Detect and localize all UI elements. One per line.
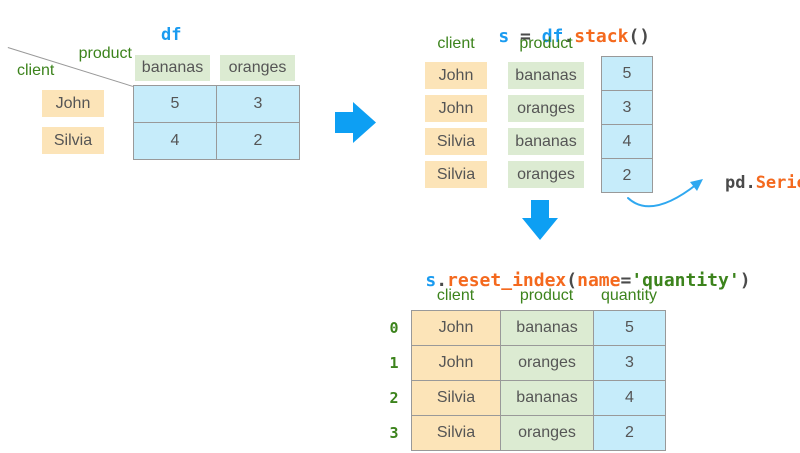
cell-product: bananas [500,380,594,416]
df-title-text: df [160,25,182,45]
row-index: 0 [389,318,399,337]
table-row: John oranges 3 [411,345,666,381]
stack-product-chip: bananas [508,128,584,155]
stack-product-chip: bananas [508,62,584,89]
stack-header-product: product [519,35,573,52]
pd-series-label: pd.Series() [684,153,800,213]
df-row-header-john: John [42,90,104,117]
df-col-header-oranges: oranges [220,55,295,81]
cell-client: John [411,310,501,346]
cell-quantity: 5 [593,310,666,346]
reset-title-value: 'quantity' [631,270,740,291]
reset-title-dot: . [436,270,448,291]
row-index: 3 [389,423,399,442]
reset-header-client: client [436,287,475,304]
df-product-label: product [78,45,132,62]
df-value-cell: 5 [133,85,217,123]
reset-title-open: ( [566,270,578,291]
cell-client: Silvia [411,415,501,451]
series-pd: pd [724,173,746,193]
table-row: Silvia oranges 2 [411,415,666,451]
stack-client-chip: Silvia [425,161,487,188]
cell-client: John [411,345,501,381]
df-col-header-bananas: bananas [135,55,210,81]
reset-title: s.reset_index(name='quantity') [382,249,751,312]
df-values-table: 5 3 4 2 [133,85,300,160]
stack-client-chip: John [425,95,487,122]
cell-quantity: 3 [593,345,666,381]
stack-value-cell: 3 [601,90,653,125]
stack-product-chip: oranges [508,161,584,188]
cell-quantity: 2 [593,415,666,451]
reset-title-eq: = [620,270,632,291]
stack-title-s: s [498,26,510,47]
df-value-cell: 3 [216,85,300,123]
df-row-header-silvia: Silvia [42,127,104,154]
cell-product: oranges [500,345,594,381]
cell-quantity: 4 [593,380,666,416]
row-index: 2 [389,388,399,407]
reset-header-product: product [519,287,574,304]
stack-title-parens: () [628,26,651,47]
arrow-down-icon [522,200,558,240]
stack-values-table: 5 3 4 2 [601,56,653,193]
reset-title-close: ) [739,270,751,291]
df-value-cell: 2 [216,122,300,160]
stack-title-fn: stack [574,26,629,47]
reset-header-quantity: quantity [600,287,658,304]
stack-title-df: df [541,26,564,47]
table-row: 4 [601,124,653,159]
reset-title-arg: name [577,270,621,291]
table-row: 4 2 [133,122,300,160]
stack-client-chip: John [425,62,487,89]
table-row: John bananas 5 [411,310,666,346]
series-dot: . [745,173,756,193]
row-index: 1 [389,353,399,372]
table-row: 2 [601,158,653,193]
stack-title: s = df.stack() [455,5,650,68]
table-row: 5 [601,56,653,91]
stack-value-cell: 5 [601,56,653,91]
stack-value-cell: 2 [601,158,653,193]
table-row: Silvia bananas 4 [411,380,666,416]
arrow-right-icon [335,102,376,143]
df-title: df [120,5,182,65]
reset-title-fn: reset_index [447,270,567,291]
cell-product: bananas [500,310,594,346]
df-value-cell: 4 [133,122,217,160]
stack-value-cell: 4 [601,124,653,159]
series-fn: Series [755,173,800,193]
df-client-label: client [17,62,55,79]
cell-client: Silvia [411,380,501,416]
cell-product: oranges [500,415,594,451]
stack-title-dot: . [563,26,575,47]
stack-title-eq: = [509,26,542,47]
reset-title-s: s [425,270,437,291]
table-row: 5 3 [133,85,300,123]
stack-product-chip: oranges [508,95,584,122]
table-row: 3 [601,90,653,125]
stack-header-client: client [437,35,475,52]
reset-table: John bananas 5 John oranges 3 Silvia ban… [411,310,666,451]
stack-client-chip: Silvia [425,128,487,155]
